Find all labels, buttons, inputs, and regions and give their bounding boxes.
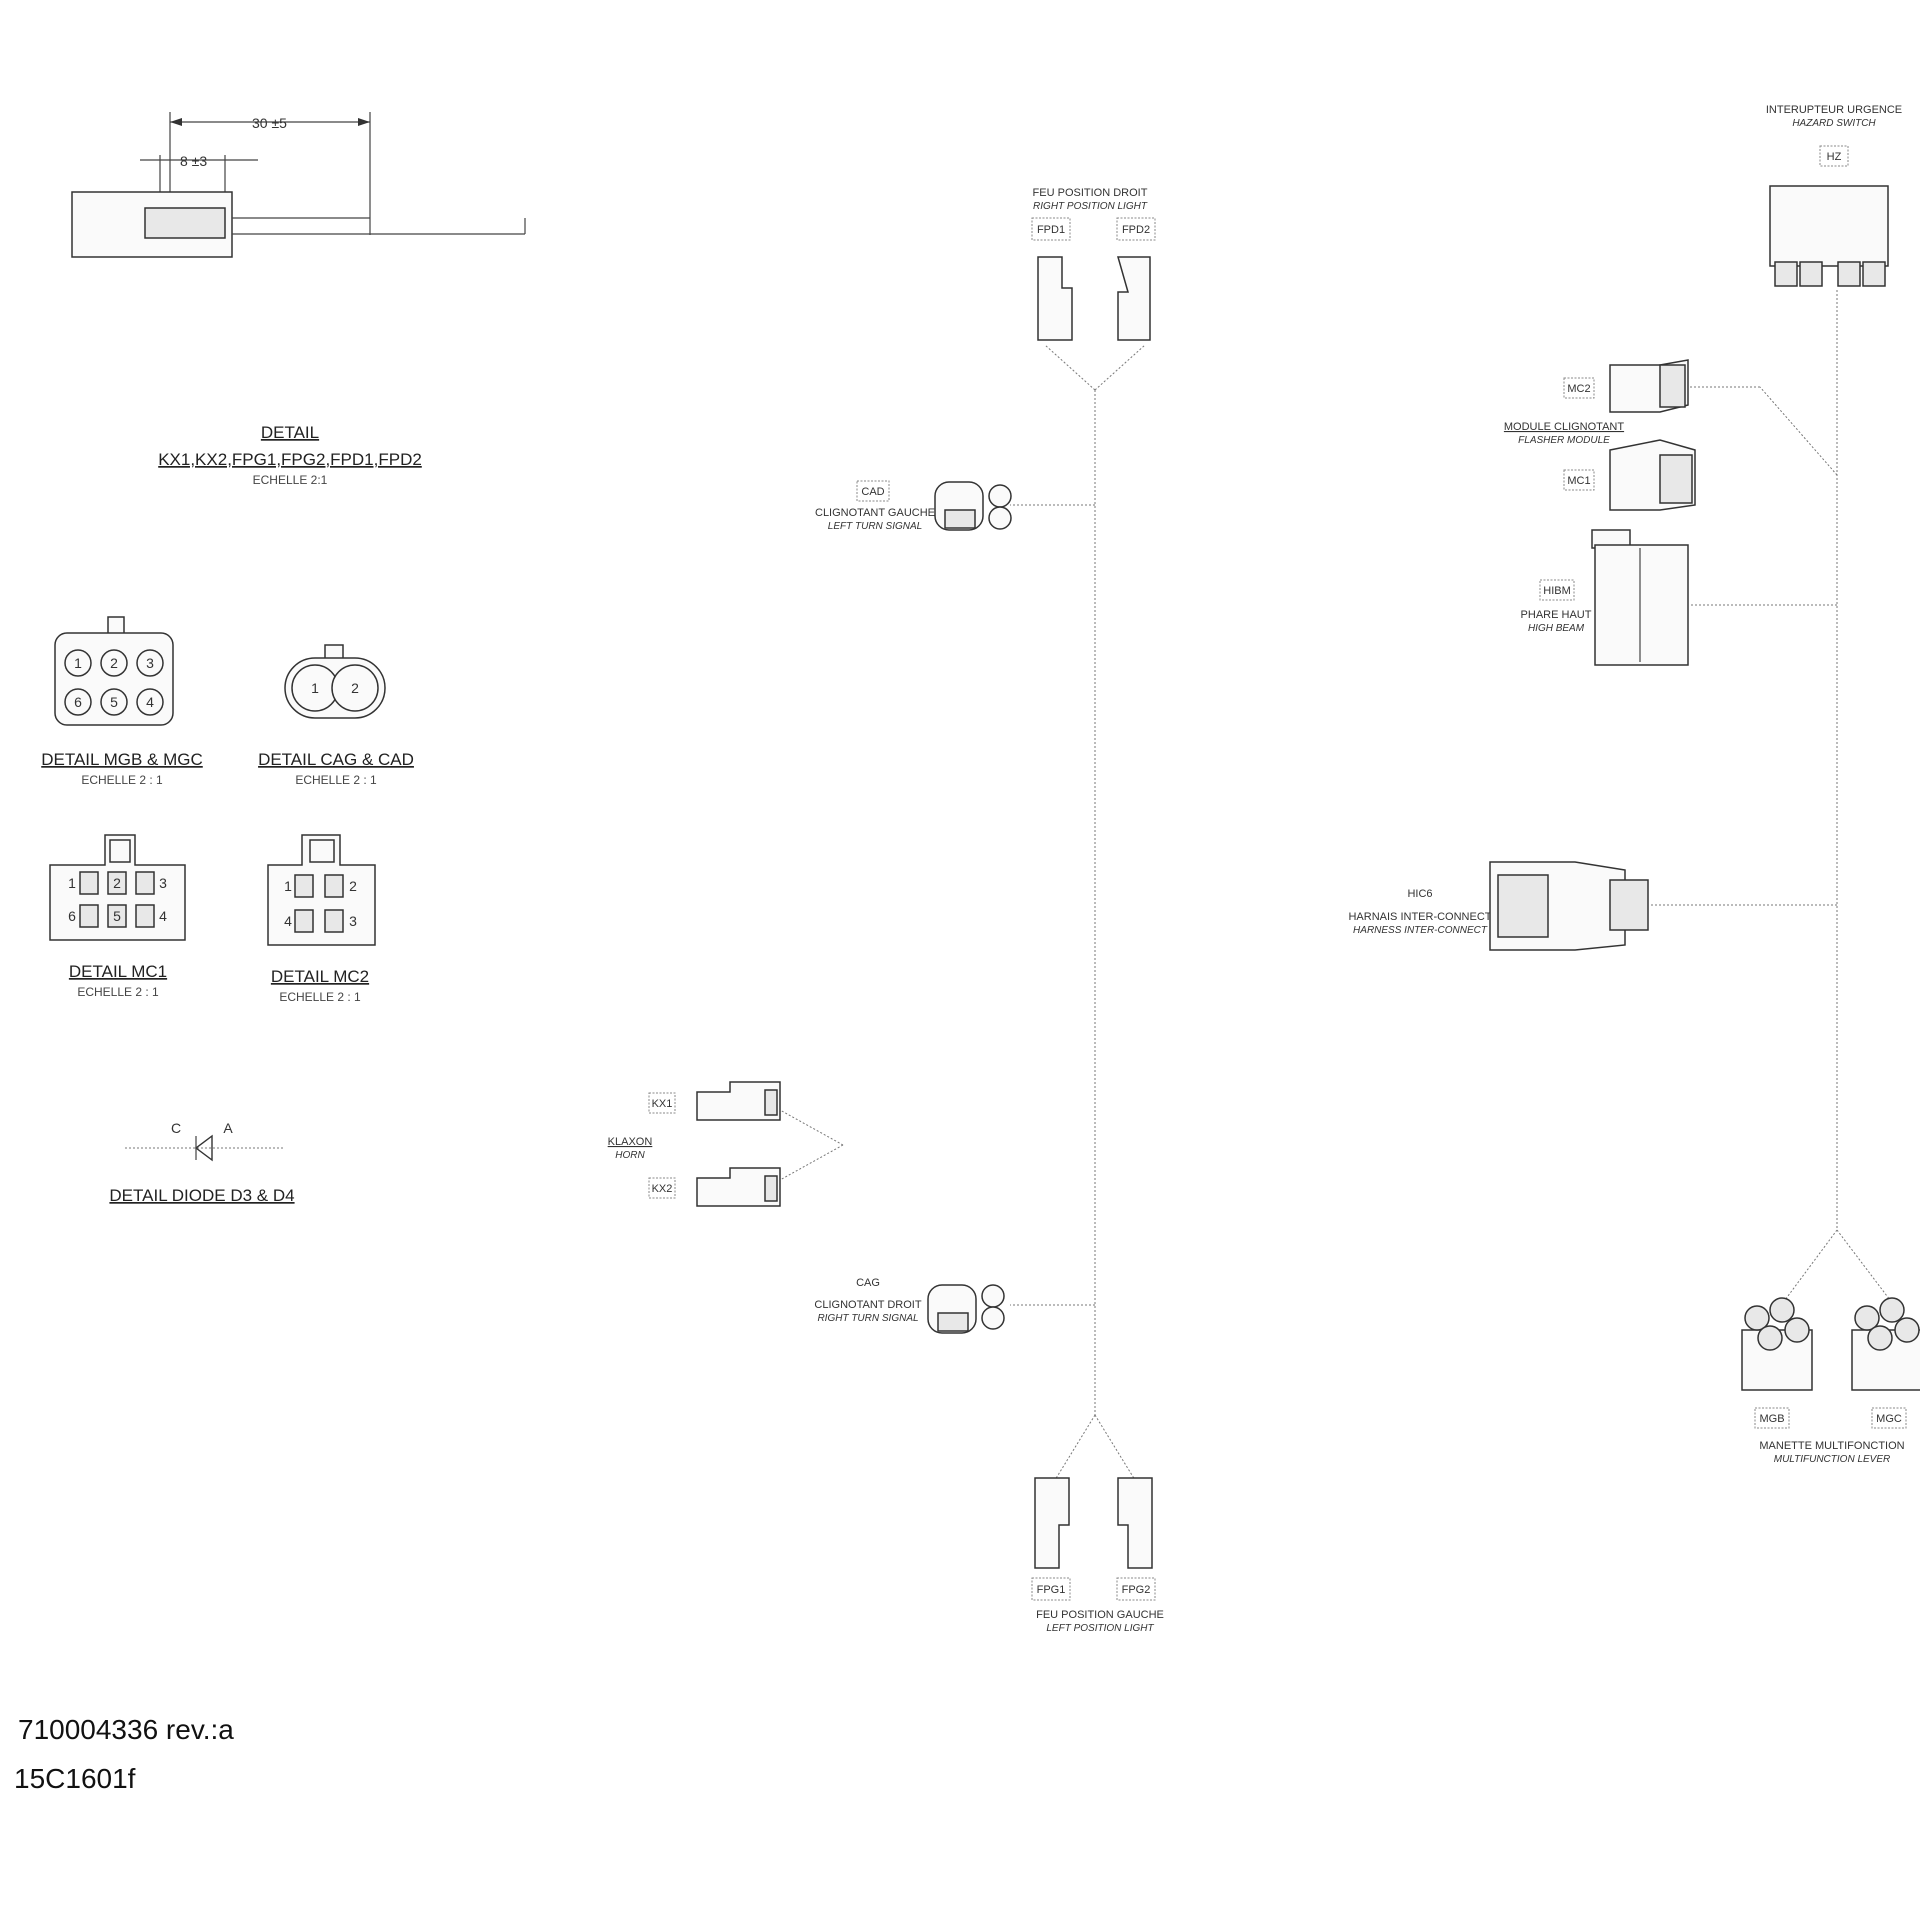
wire-detail-scale: ECHELLE 2:1 <box>253 473 328 487</box>
diode-title: DETAIL DIODE D3 & D4 <box>109 1186 294 1205</box>
cag-cad-scale: ECHELLE 2 : 1 <box>295 773 377 787</box>
cag-tag: CAG <box>856 1277 880 1289</box>
kx1-tag: KX1 <box>652 1098 673 1110</box>
fpg1-connector <box>1034 1477 1070 1569</box>
mc-label-en: FLASHER MODULE <box>1518 435 1610 446</box>
high-beam: HIBM PHARE HAUT HIGH BEAM <box>1521 529 1689 666</box>
mgb-pin-3: 3 <box>146 655 154 671</box>
fpg-label-en: LEFT POSITION LIGHT <box>1046 1623 1154 1634</box>
hz-label-en: HAZARD SWITCH <box>1792 118 1876 129</box>
mc1-title: DETAIL MC1 <box>69 962 167 981</box>
diode-anode-label: A <box>223 1120 233 1136</box>
hibm-label-en: HIGH BEAM <box>1528 623 1585 634</box>
hic6-label-fr: HARNAIS INTER-CONNECT <box>1348 911 1491 923</box>
hibm-connector <box>1594 544 1689 666</box>
cad-tag: CAD <box>861 486 884 498</box>
mc2-scale: ECHELLE 2 : 1 <box>279 990 361 1004</box>
wire-terminal-detail: 30 ±5 8 ±3 DETAIL KX1,KX2,FPG1,FPG2,FPD1… <box>71 112 526 487</box>
cag-label-en: RIGHT TURN SIGNAL <box>817 1313 918 1324</box>
detail-mgb-mgc: 1 2 3 6 5 4 DETAIL MGB & MGC ECHELLE 2 :… <box>41 616 203 787</box>
mgb-pin-2: 2 <box>110 655 118 671</box>
fpd1-tag: FPD1 <box>1037 224 1065 236</box>
flasher-module: MC2 MODULE CLIGNOTANT FLASHER MODULE MC1 <box>1504 359 1696 511</box>
fpd-label-fr: FEU POSITION DROIT <box>1033 187 1148 199</box>
right-turn-signal: CAG CLIGNOTANT DROIT RIGHT TURN SIGNAL <box>814 1277 1005 1334</box>
mc2-pin-2: 2 <box>349 878 357 894</box>
fpg2-connector <box>1117 1477 1153 1569</box>
detail-mc2: 1 2 4 3 DETAIL MC2 ECHELLE 2 : 1 <box>267 834 376 1004</box>
dim-short-label: 8 ±3 <box>180 153 207 169</box>
dim-long-label: 30 ±5 <box>252 115 287 131</box>
mc1-pin-5: 5 <box>113 908 121 924</box>
cag-pin-2: 2 <box>351 680 359 696</box>
fpg2-tag: FPG2 <box>1122 1584 1151 1596</box>
mc1-pin-3: 3 <box>159 875 167 891</box>
detail-cag-cad: 1 2 DETAIL CAG & CAD ECHELLE 2 : 1 <box>258 644 414 787</box>
hic6-tag: HIC6 <box>1407 888 1432 900</box>
hz-label-fr: INTERUPTEUR URGENCE <box>1766 104 1902 116</box>
mc2-pin-1: 1 <box>284 878 292 894</box>
mgb-mgc-scale: ECHELLE 2 : 1 <box>81 773 163 787</box>
hz-tag: HZ <box>1827 151 1842 163</box>
left-position-light: FPG1 FPG2 FEU POSITION GAUCHE LEFT POSIT… <box>1031 1477 1164 1634</box>
kx2-connector <box>696 1167 781 1207</box>
fpd2-connector <box>1117 256 1151 341</box>
right-harness <box>1650 290 1891 1301</box>
cag-label-fr: CLIGNOTANT DROIT <box>814 1299 921 1311</box>
mc1-pin-4: 4 <box>159 908 167 924</box>
mc2-tag: MC2 <box>1567 383 1590 395</box>
fpd2-tag: FPD2 <box>1122 224 1150 236</box>
horn: KX1 KLAXON HORN KX2 <box>608 1081 781 1207</box>
fpg-label-fr: FEU POSITION GAUCHE <box>1036 1609 1164 1621</box>
mc-label-fr: MODULE CLIGNOTANT <box>1504 421 1624 433</box>
hic6-label-en: HARNESS INTER-CONNECT <box>1353 925 1488 936</box>
mgb-tag: MGB <box>1759 1413 1784 1425</box>
wire-detail-title: DETAIL <box>261 423 319 442</box>
mc1-pin-1: 1 <box>68 875 76 891</box>
mgb-pin-6: 6 <box>74 694 82 710</box>
left-turn-signal: CAD CLIGNOTANT GAUCHE LEFT TURN SIGNAL <box>815 480 1012 532</box>
mgb-mgc-title: DETAIL MGB & MGC <box>41 750 203 769</box>
cag-pin-1: 1 <box>311 680 319 696</box>
cad-label-en: LEFT TURN SIGNAL <box>828 521 922 532</box>
mc1-pin-2: 2 <box>113 875 121 891</box>
kx1-connector <box>696 1081 781 1121</box>
fpd1-connector <box>1037 256 1073 341</box>
mgb-pin-1: 1 <box>74 655 82 671</box>
hibm-tag: HIBM <box>1543 585 1571 597</box>
mc1-scale: ECHELLE 2 : 1 <box>77 985 159 999</box>
mg-label-fr: MANETTE MULTIFONCTION <box>1759 1440 1904 1452</box>
fpd-label-en: RIGHT POSITION LIGHT <box>1033 201 1148 212</box>
detail-mc1: 1 2 3 6 5 4 DETAIL MC1 ECHELLE 2 : 1 <box>49 834 186 999</box>
kx-label-fr: KLAXON <box>608 1136 653 1148</box>
right-position-light: FEU POSITION DROIT RIGHT POSITION LIGHT … <box>1031 187 1156 341</box>
hz-connector <box>1769 185 1889 267</box>
mg-label-en: MULTIFUNCTION LEVER <box>1774 1454 1891 1465</box>
mc2-pin-4: 4 <box>284 913 292 929</box>
mc2-title: DETAIL MC2 <box>271 967 369 986</box>
mc2-pin-3: 3 <box>349 913 357 929</box>
kx-label-en: HORN <box>615 1150 645 1161</box>
hibm-label-fr: PHARE HAUT <box>1521 609 1592 621</box>
harness-inter-connect: HIC6 HARNAIS INTER-CONNECT HARNESS INTER… <box>1348 861 1649 951</box>
cag-cad-title: DETAIL CAG & CAD <box>258 750 414 769</box>
kx2-tag: KX2 <box>652 1183 673 1195</box>
mc1-pin-6: 6 <box>68 908 76 924</box>
mgc-tag: MGC <box>1876 1413 1902 1425</box>
mgb-pin-5: 5 <box>110 694 118 710</box>
mc1-tag: MC1 <box>1567 475 1590 487</box>
fpg1-tag: FPG1 <box>1037 1584 1066 1596</box>
cad-label-fr: CLIGNOTANT GAUCHE <box>815 507 935 519</box>
part-number: 710004336 rev.:a <box>18 1714 234 1745</box>
drawing-id: 15C1601f <box>14 1763 136 1794</box>
mgb-pin-4: 4 <box>146 694 154 710</box>
multifunction-lever: MGB MGC MANETTE MULTIFONCTION MULTIFUNCT… <box>1741 1297 1920 1465</box>
detail-diode: C A DETAIL DIODE D3 & D4 <box>109 1120 294 1205</box>
hazard-switch: INTERUPTEUR URGENCE HAZARD SWITCH HZ <box>1766 104 1902 287</box>
diode-cathode-label: C <box>171 1120 181 1136</box>
wire-detail-subtitle: KX1,KX2,FPG1,FPG2,FPD1,FPD2 <box>158 450 422 469</box>
center-harness <box>779 344 1146 1481</box>
